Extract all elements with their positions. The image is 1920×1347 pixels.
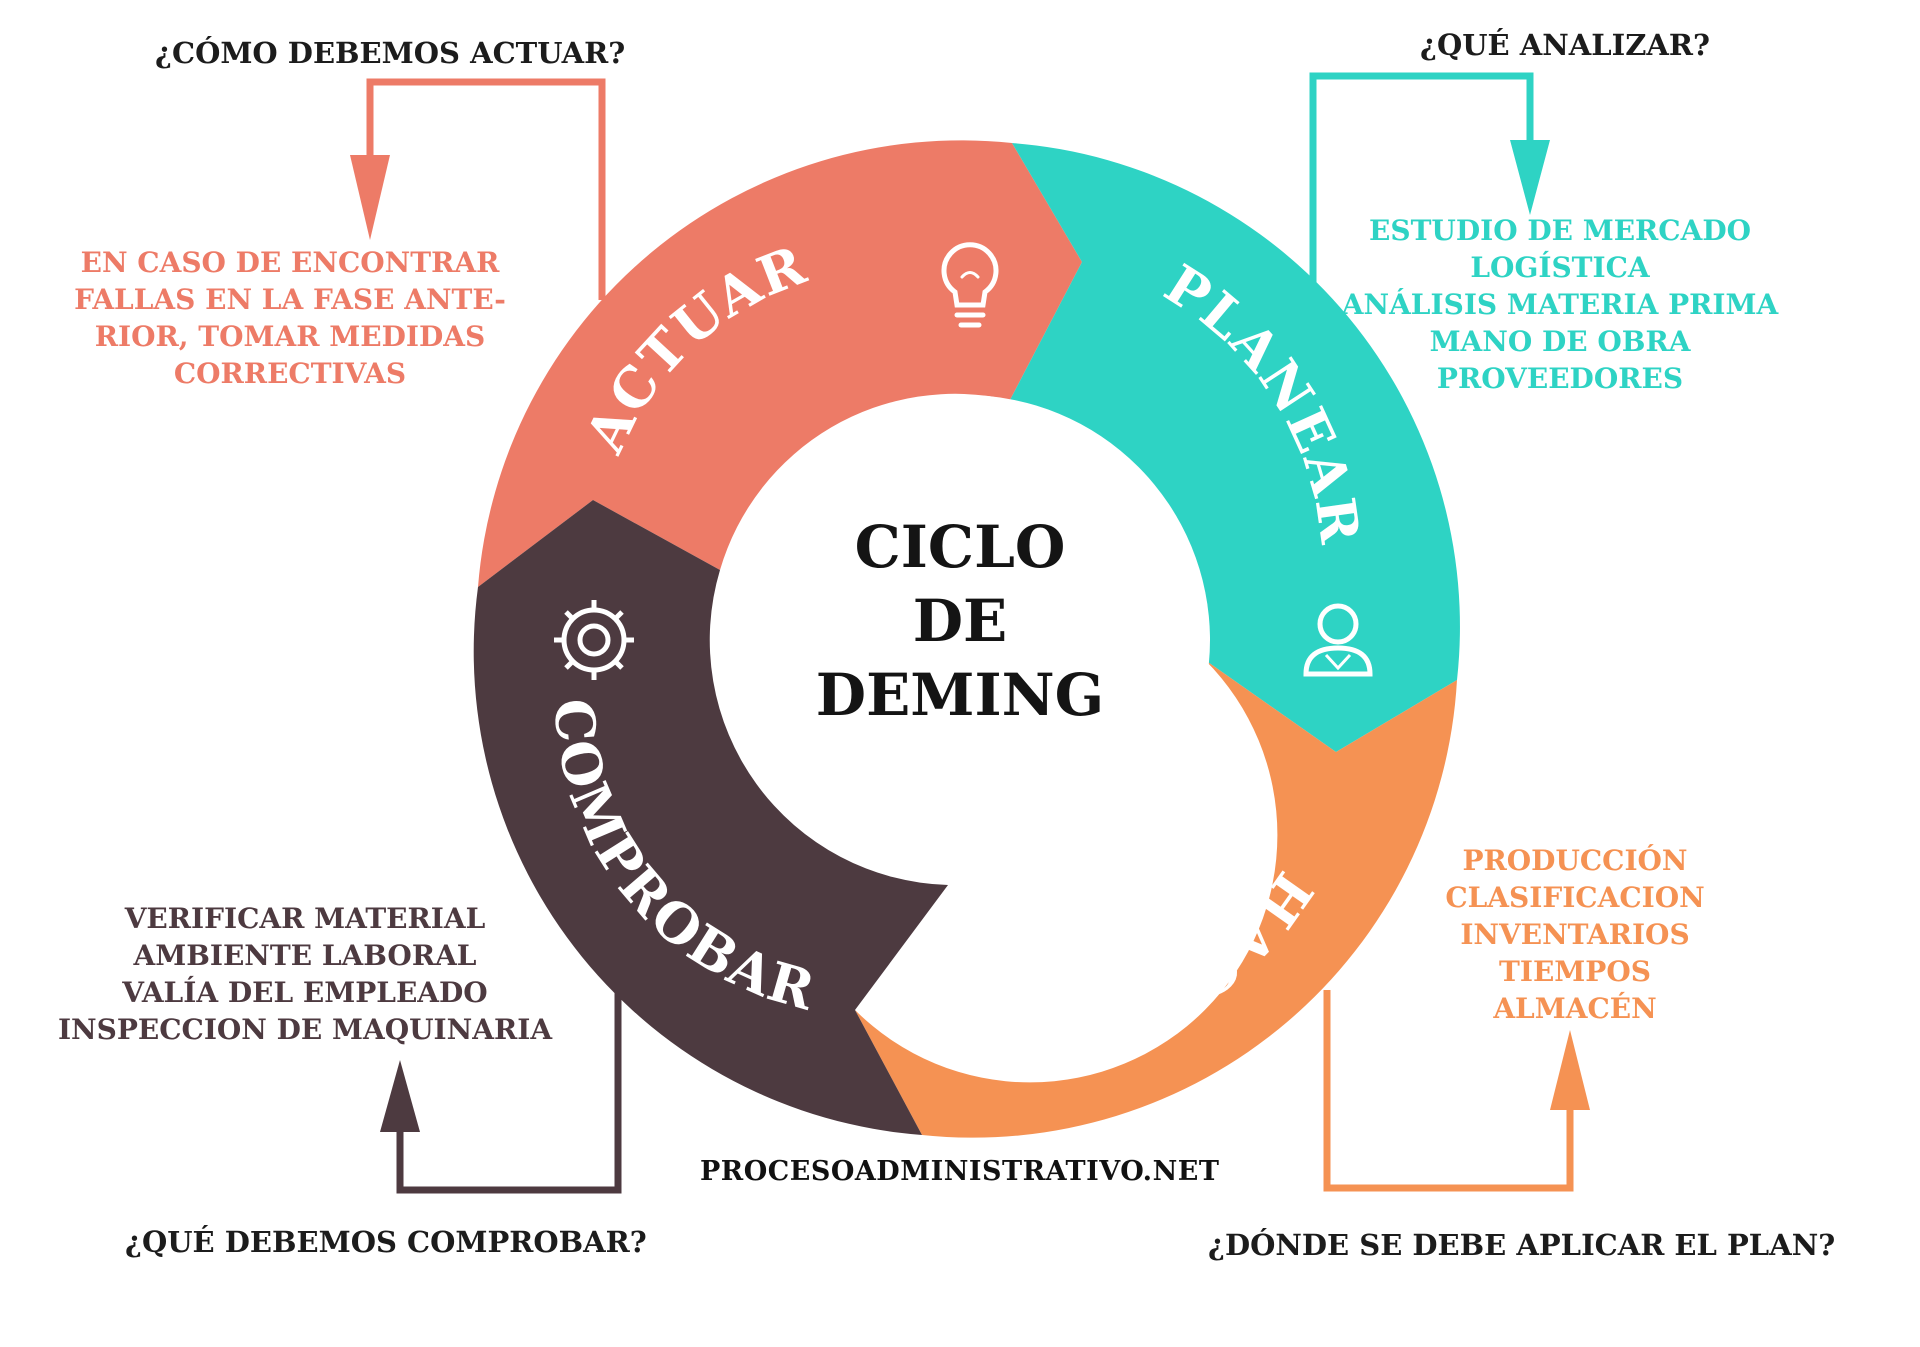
actuar-segment xyxy=(478,140,1082,587)
actuar-details: EN CASO DE ENCONTRAR FALLAS EN LA FASE A… xyxy=(70,244,510,392)
target-icon xyxy=(927,973,1007,1043)
comprobar-detail-line: VERIFICAR MATERIAL xyxy=(124,902,486,935)
center-circle xyxy=(720,395,1210,885)
comprobar-arrow-head xyxy=(380,1060,420,1132)
actuar-connector xyxy=(366,78,606,300)
hacer-detail-line: ALMACÉN xyxy=(1493,992,1657,1025)
lightbulb-icon xyxy=(941,242,999,328)
center-title-line2: DE xyxy=(912,587,1008,655)
hacer-detail-line: TIEMPOS xyxy=(1499,955,1651,988)
actuar-arrow-head xyxy=(350,155,390,240)
comprobar-question: ¿QUÉ DEBEMOS COMPROBAR? xyxy=(125,1225,647,1259)
hacer-detail-line: CLASIFICACION xyxy=(1445,881,1705,914)
hacer-detail-line: PRODUCCIÓN xyxy=(1462,844,1688,877)
hacer-details: PRODUCCIÓN CLASIFICACION INVENTARIOS TIE… xyxy=(1430,842,1720,1027)
person-icon xyxy=(1303,603,1373,677)
actuar-detail-line: CORRECTIVAS xyxy=(173,357,407,390)
planear-question: ¿QUÉ ANALIZAR? xyxy=(1420,28,1710,62)
planear-detail-line: ANÁLISIS MATERIA PRIMA xyxy=(1341,288,1779,321)
footer-website: PROCESOADMINISTRATIVO.NET xyxy=(700,1156,1220,1187)
hacer-segment xyxy=(855,660,1457,1138)
planear-segment xyxy=(1010,143,1460,752)
gear-icon xyxy=(554,600,634,680)
center-title: CICLO DE DEMING xyxy=(790,510,1130,732)
comprobar-connector xyxy=(396,990,622,1194)
actuar-detail-line: RIOR, TOMAR MEDIDAS xyxy=(94,320,486,353)
comprobar-detail-line: VALÍA DEL EMPLEADO xyxy=(122,976,488,1009)
planear-detail-line: ESTUDIO DE MERCADO xyxy=(1369,214,1751,247)
actuar-detail-line: FALLAS EN LA FASE ANTE- xyxy=(74,283,506,316)
planear-detail-line: MANO DE OBRA xyxy=(1429,325,1691,358)
actuar-detail-line: EN CASO DE ENCONTRAR xyxy=(80,246,500,279)
planear-detail-line: LOGÍSTICA xyxy=(1470,251,1650,284)
hacer-connector xyxy=(1323,990,1574,1192)
planear-details: ESTUDIO DE MERCADO LOGÍSTICA ANÁLISIS MA… xyxy=(1330,212,1790,397)
center-title-line3: DEMING xyxy=(815,661,1105,729)
planear-connector xyxy=(1309,72,1534,290)
actuar-question: ¿CÓMO DEBEMOS ACTUAR? xyxy=(155,36,626,70)
center-title-line1: CICLO xyxy=(854,513,1066,581)
hacer-question: ¿DÓNDE SE DEBE APLICAR EL PLAN? xyxy=(1208,1228,1836,1262)
hacer-detail-line: INVENTARIOS xyxy=(1460,918,1690,951)
comprobar-segment xyxy=(473,500,948,1135)
planear-detail-line: PROVEEDORES xyxy=(1436,362,1684,395)
hacer-arrow-head xyxy=(1550,1030,1590,1110)
comprobar-detail-line: AMBIENTE LABORAL xyxy=(133,939,477,972)
comprobar-details: VERIFICAR MATERIAL AMBIENTE LABORAL VALÍ… xyxy=(50,900,560,1048)
planear-arrow-head xyxy=(1510,140,1550,215)
comprobar-detail-line: INSPECCION DE MAQUINARIA xyxy=(57,1013,553,1046)
